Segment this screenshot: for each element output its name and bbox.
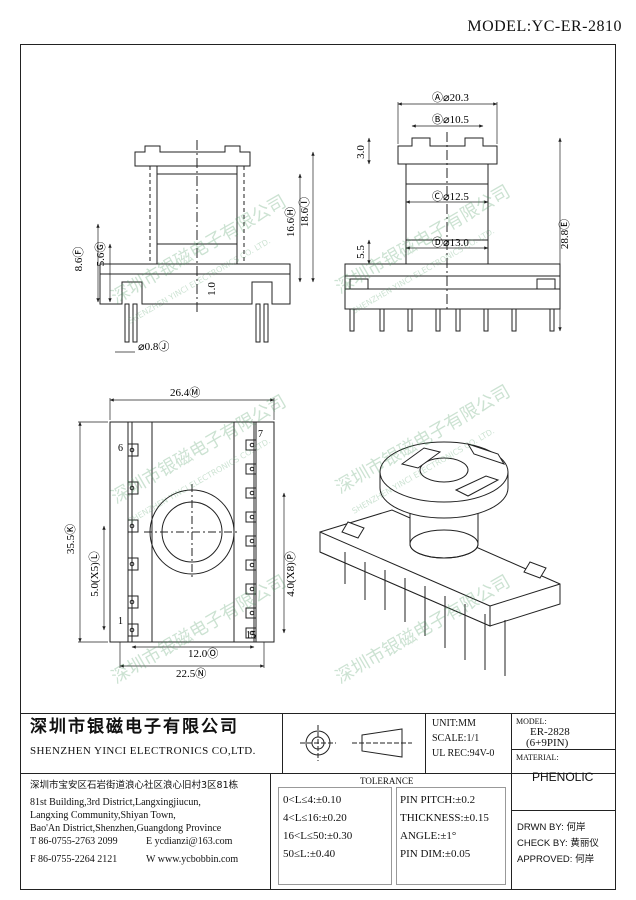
drawn-by: DRWN BY: 何岸 xyxy=(517,822,586,833)
right-pin-slots xyxy=(245,439,256,639)
pin-pitch-tolerance: PIN PITCH:±0.2 xyxy=(400,794,476,806)
address-en-1: 81st Building,3rd District,Langxingjiucu… xyxy=(30,797,201,808)
dim-b: Ⓑ⌀10.5 xyxy=(432,113,469,126)
dim-a: Ⓐ⌀20.3 xyxy=(432,91,469,104)
dim-side-top: 3.0 xyxy=(355,145,367,159)
pin-label-15: 15 xyxy=(246,630,256,641)
dim-p: 4.0(X8)Ⓟ xyxy=(284,551,297,597)
website: W www.ycbobbin.com xyxy=(146,854,239,865)
scale-label: SCALE:1/1 xyxy=(432,733,480,744)
tolerance-range-1: 0<L≤4:±0.10 xyxy=(283,794,342,806)
dim-pin-offset: 1.0 xyxy=(206,282,218,296)
dim-k: 35.5Ⓚ xyxy=(64,524,77,554)
bottom-view xyxy=(109,421,275,643)
tolerance-range-4: 50≤L:±0.40 xyxy=(283,848,336,860)
approved-by: APPROVED: 何岸 xyxy=(517,854,595,865)
dim-l: 5.0(X5)Ⓛ xyxy=(88,551,101,597)
dim-d: Ⓓ⌀13.0 xyxy=(432,236,469,249)
model-label: MODEL: xyxy=(516,717,547,726)
pin-label-6: 6 xyxy=(118,443,123,454)
address-en-3: Bao'An District,Shenzhen,Guangdong Provi… xyxy=(30,823,222,834)
pin-dim-tolerance: PIN DIM:±0.05 xyxy=(400,848,471,860)
address-en-2: Langxing Community,Shiyan Town, xyxy=(30,810,176,821)
front-view xyxy=(99,140,291,343)
model-number: MODEL:YC-ER-2810 xyxy=(467,18,622,35)
isometric-view xyxy=(319,441,561,676)
tolerance-range-box xyxy=(278,787,392,885)
dim-o: 12.0Ⓞ xyxy=(188,647,218,660)
technical-drawing: 8.6Ⓕ 5.6Ⓖ 16.6Ⓗ 18.6Ⓘ 1.0 ⌀0.8Ⓙ xyxy=(64,91,571,688)
unit-label: UNIT:MM xyxy=(432,718,476,729)
dim-n: 22.5Ⓝ xyxy=(176,667,206,680)
material-label: MATERIAL: xyxy=(516,753,559,762)
pin-label-1: 1 xyxy=(118,616,123,627)
projection-symbol xyxy=(300,725,412,761)
dim-g: 5.6Ⓖ xyxy=(94,242,107,267)
dim-c: Ⓒ⌀12.5 xyxy=(432,190,469,203)
dim-e: 28.8Ⓔ xyxy=(558,219,571,249)
address-cn: 深圳市宝安区石岩街道浪心社区浪心旧村3区81栋 xyxy=(30,780,239,791)
side-view xyxy=(344,132,561,332)
fax: F 86-0755-2264 2121 xyxy=(30,854,118,865)
angle-tolerance: ANGLE:±1° xyxy=(400,830,457,842)
title-block: 深圳市银磁电子有限公司 SHENZHEN YINCI ELECTRONICS C… xyxy=(20,713,616,890)
tolerance-spec-box xyxy=(396,787,506,885)
company-name-en: SHENZHEN YINCI ELECTRONICS CO,LTD. xyxy=(30,745,256,757)
dim-h: 16.6Ⓗ xyxy=(284,207,297,237)
dim-i: 18.6Ⓘ xyxy=(298,197,311,227)
checked-by: CHECK BY: 黄丽仪 xyxy=(517,838,599,849)
tolerance-range-3: 16<L≤50:±0.30 xyxy=(283,830,353,842)
iso-pins xyxy=(344,552,506,676)
thickness-tolerance: THICKNESS:±0.15 xyxy=(400,812,489,824)
model-pins: (6+9PIN) xyxy=(526,737,569,749)
ul-rec-label: UL REC:94V-0 xyxy=(432,748,495,759)
email: E ycdianzi@163.com xyxy=(146,836,233,847)
drawing-frame xyxy=(20,44,616,890)
tolerance-label: TOLERANCE xyxy=(360,776,414,786)
tolerance-range-2: 4<L≤16:±0.20 xyxy=(283,812,347,824)
model-value: ER-2828 xyxy=(530,726,570,738)
side-pins xyxy=(349,308,555,332)
watermark-cn-1: 深圳市银磁电子有限公司 xyxy=(108,191,290,308)
left-pin-slots xyxy=(128,443,139,637)
material-value: PHENOLIC xyxy=(532,770,594,784)
dim-m: 26.4Ⓜ xyxy=(170,386,200,399)
pin-label-7: 7 xyxy=(258,429,263,440)
company-name-cn: 深圳市银磁电子有限公司 xyxy=(30,717,239,737)
telephone: T 86-0755-2763 2099 xyxy=(30,836,118,847)
dim-f: 8.6Ⓕ xyxy=(72,247,85,272)
dim-j: ⌀0.8Ⓙ xyxy=(138,340,169,353)
watermark-layer: 深圳市银磁电子有限公司 SHENZHEN YINCI ELECTRONICS C… xyxy=(108,181,514,688)
dim-side-low: 5.5 xyxy=(355,245,367,259)
